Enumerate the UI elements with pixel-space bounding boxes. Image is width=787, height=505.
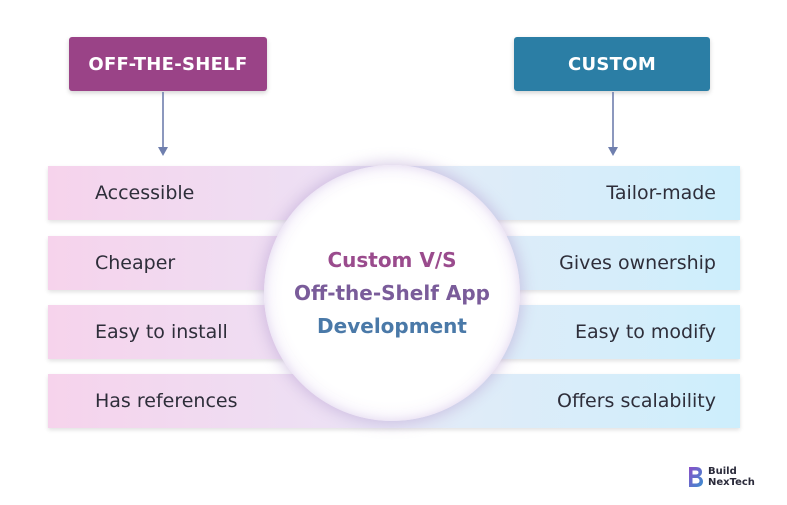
custom-item: Gives ownership — [559, 252, 716, 274]
left-down-arrow-icon — [158, 92, 168, 156]
custom-item: Easy to modify — [574, 321, 716, 343]
logo-text: Build NexTech — [708, 466, 755, 488]
center-title-circle: Custom V/S Off-the-Shelf App Development — [264, 165, 520, 421]
center-title-line-1: Custom V/S — [327, 247, 457, 272]
off-the-shelf-item: Accessible — [95, 182, 195, 204]
center-title-line-2: Off-the-Shelf App — [293, 280, 490, 305]
logo-mark-icon — [689, 467, 703, 487]
custom-item: Tailor-made — [606, 182, 716, 204]
off-the-shelf-item: Has references — [95, 390, 238, 412]
custom-header: CUSTOM — [514, 37, 710, 91]
off-the-shelf-item: Cheaper — [95, 252, 176, 274]
logo-text-line-1: Build — [708, 466, 737, 477]
buildnextech-logo: Build NexTech — [688, 466, 755, 488]
off-the-shelf-header: OFF-THE-SHELF — [69, 37, 267, 91]
logo-text-line-2: NexTech — [708, 477, 755, 488]
off-the-shelf-item: Easy to install — [95, 321, 228, 343]
custom-item: Offers scalability — [557, 390, 716, 412]
center-title-line-3: Development — [317, 313, 467, 338]
right-down-arrow-icon — [608, 92, 618, 156]
